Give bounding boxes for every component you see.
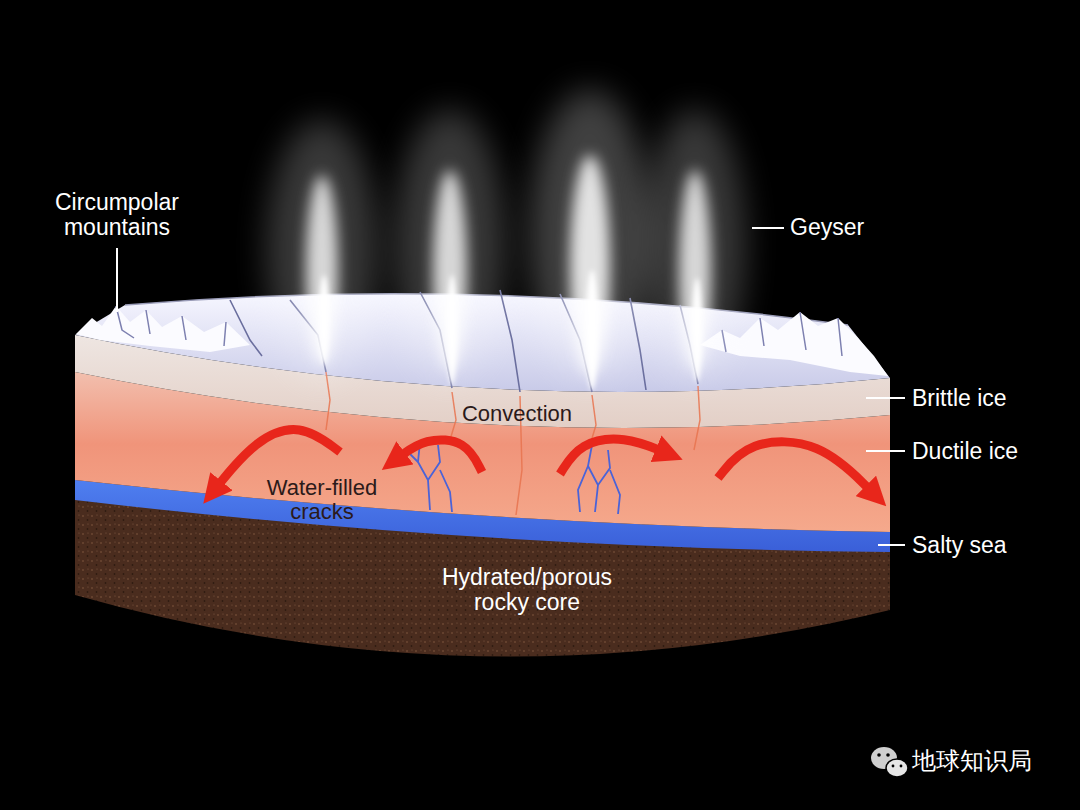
ice-fractures — [326, 372, 700, 515]
region-label: Geyser — [790, 215, 864, 240]
watermark: 地球知识局 — [912, 748, 1032, 774]
geysers — [267, 90, 745, 390]
convection-arrow — [398, 440, 482, 472]
convection-arrow — [560, 439, 664, 474]
wechat-icon — [871, 747, 908, 777]
water-cracks — [408, 442, 620, 514]
region-label: Circumpolar mountains — [37, 190, 197, 241]
leader-lines — [117, 228, 905, 545]
layer-label: Hydrated/porous rocky core — [427, 565, 627, 616]
layer-label: Brittle ice — [912, 386, 1007, 411]
convection-arrow — [718, 442, 872, 492]
layer-label: Ductile ice — [912, 439, 1018, 464]
process-label: Convection — [427, 402, 607, 426]
feature-label: Water-filled cracks — [242, 476, 402, 524]
layer-label: Salty sea — [912, 533, 1007, 558]
